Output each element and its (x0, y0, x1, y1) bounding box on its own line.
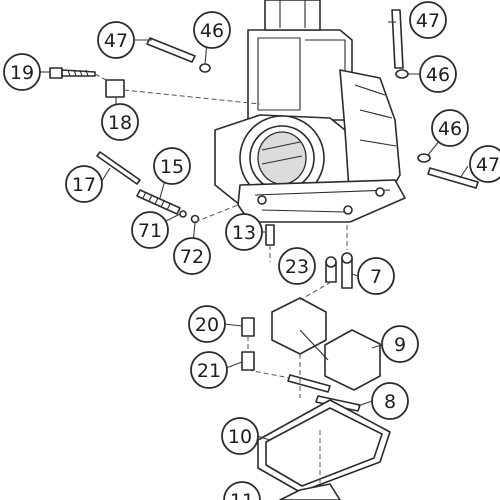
callout-number: 47 (476, 154, 500, 176)
callout-number: 46 (426, 64, 450, 86)
assembly-lines (94, 73, 348, 484)
callout-18: 18 (101, 103, 139, 141)
float-part (271, 297, 381, 391)
callout-number: 20 (195, 314, 219, 336)
callout-circle (193, 11, 231, 49)
callout-number: 46 (200, 20, 224, 42)
callout-circle (101, 103, 139, 141)
callout-circle (371, 382, 409, 420)
callout-circle (153, 147, 191, 185)
callout-23: 23 (278, 247, 316, 285)
callout-number: 10 (228, 426, 252, 448)
screw-part (241, 351, 255, 371)
callout-circle (381, 325, 419, 363)
pin-part (146, 37, 196, 63)
callout-circle (225, 213, 263, 251)
spring-part (105, 79, 125, 98)
callout-number: 13 (232, 222, 256, 244)
callout-9: 9 (381, 325, 419, 363)
callout-number: 7 (370, 266, 382, 288)
callout-circle (223, 481, 261, 500)
callout-47: 47 (469, 145, 500, 183)
callout-circle (3, 53, 41, 91)
callout-number: 23 (285, 256, 309, 278)
callout-circle (131, 211, 169, 249)
carburetor-body (214, 0, 406, 223)
callout-20: 20 (188, 305, 226, 343)
callout-circle (419, 55, 457, 93)
callout-circle (65, 165, 103, 203)
callout-number: 18 (108, 112, 132, 134)
callout-circle (190, 351, 228, 389)
callout-21: 21 (190, 351, 228, 389)
callout-number: 15 (160, 156, 184, 178)
callout-number: 47 (416, 10, 440, 32)
callout-circle (409, 1, 447, 39)
screw-part (241, 317, 255, 337)
callout-46: 46 (193, 11, 231, 49)
callout-number: 71 (138, 220, 162, 242)
callout-number: 21 (197, 360, 221, 382)
callout-number: 17 (72, 174, 96, 196)
callout-circle (221, 417, 259, 455)
clip-part (417, 153, 431, 163)
screw-part (49, 67, 96, 79)
callout-7: 7 (357, 257, 395, 295)
callout-labels: 47 46 47 19 18 46 46 47 15 17 71 72 13 23 7 20 9 21 8 10 11 (3, 1, 500, 500)
pin-part (427, 167, 479, 189)
callout-71: 71 (131, 211, 169, 249)
callout-47: 47 (97, 21, 135, 59)
callout-19: 19 (3, 53, 41, 91)
callout-17: 17 (65, 165, 103, 203)
callout-72: 72 (173, 237, 211, 275)
callout-circle (97, 21, 135, 59)
callout-number: 9 (394, 334, 406, 356)
main-jet-part (325, 252, 353, 289)
callout-47: 47 (409, 1, 447, 39)
callout-8: 8 (371, 382, 409, 420)
washer-part (179, 210, 200, 224)
float-bowl-part (279, 483, 341, 500)
callout-number: 8 (384, 391, 396, 413)
callout-circle (188, 305, 226, 343)
clip-part (395, 69, 409, 79)
clip-part (199, 63, 211, 73)
callout-46: 46 (419, 55, 457, 93)
needle-part (96, 151, 181, 215)
pin-part (391, 9, 404, 69)
callout-46: 46 (431, 109, 469, 147)
callout-number: 46 (438, 118, 462, 140)
jet-part (265, 224, 275, 246)
leader-lines (37, 21, 469, 441)
callout-circle (278, 247, 316, 285)
callout-circle (469, 145, 500, 183)
callout-circle (431, 109, 469, 147)
callout-circle (173, 237, 211, 275)
callout-10: 10 (221, 417, 259, 455)
gasket-part (257, 399, 391, 493)
callout-circle (357, 257, 395, 295)
callout-13: 13 (225, 213, 263, 251)
callout-15: 15 (153, 147, 191, 185)
callout-number: 11 (230, 490, 254, 500)
callout-number: 47 (104, 30, 128, 52)
callout-number: 72 (180, 246, 204, 268)
callout-number: 19 (10, 62, 34, 84)
callout-11: 11 (223, 481, 261, 500)
